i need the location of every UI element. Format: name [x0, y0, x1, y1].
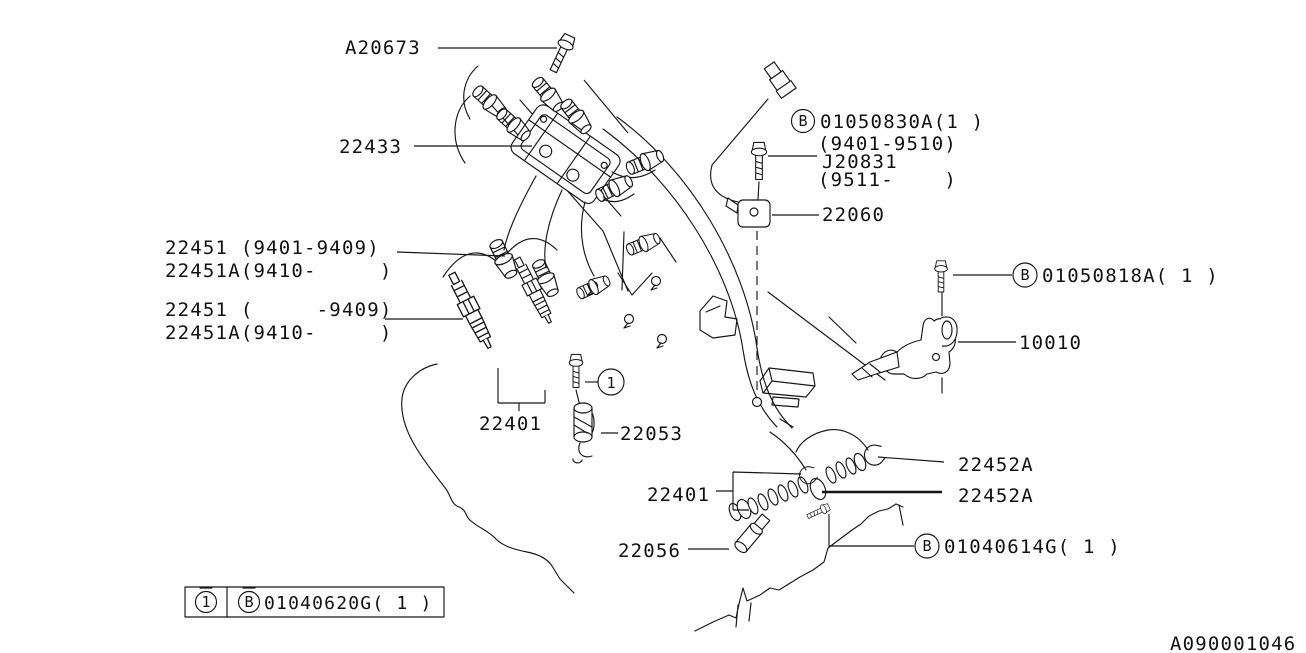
- label-01050830a[interactable]: 01050830A(1 ): [820, 111, 984, 133]
- circled-b-letter: B: [922, 537, 931, 555]
- ref-1-callout: 1: [597, 368, 625, 396]
- label-22401-mid[interactable]: 22401: [647, 484, 710, 506]
- label-22452a-top[interactable]: 22452A: [958, 454, 1034, 476]
- label-22056[interactable]: 22056: [618, 540, 681, 562]
- legend-ref-number: 1: [201, 593, 210, 611]
- circled-b-letter: B: [1020, 266, 1029, 284]
- bracket-10010-art: [851, 260, 958, 394]
- label-01050818a[interactable]: 01050818A( 1 ): [1042, 265, 1219, 287]
- circled-b-icon: [1012, 262, 1038, 288]
- legend-box: [184, 586, 445, 618]
- diagram-code: A090001046: [1170, 633, 1296, 653]
- label-range-9511: (9511- ): [818, 169, 957, 191]
- callout-01050830a: B 01050830A(1 ) (9401-9510) J20831 (9511…: [790, 108, 984, 191]
- label-a20673[interactable]: A20673: [345, 37, 421, 59]
- cam-sensor-22053-art: [568, 353, 595, 464]
- circled-1-number: 1: [606, 374, 615, 392]
- label-01040614g[interactable]: 01040614G( 1 ): [944, 536, 1121, 558]
- label-10010[interactable]: 10010: [1019, 332, 1082, 354]
- label-22053[interactable]: 22053: [620, 423, 683, 445]
- label-22433[interactable]: 22433: [339, 136, 402, 158]
- label-22451-row1[interactable]: 22451 (9401-9409): [165, 237, 380, 259]
- label-22451-row2[interactable]: 22451 ( -9409): [165, 299, 393, 321]
- crank-sensor-22056-art: [734, 513, 771, 554]
- label-j20831[interactable]: J20831: [822, 151, 898, 173]
- part-labels: A20673 22433 22451 (9401-9409) 22451A(94…: [165, 37, 1082, 562]
- bolt-a20673-art: [545, 31, 629, 134]
- circled-b-icon: [914, 533, 940, 559]
- circled-b-icon: [790, 108, 816, 134]
- label-22451a-row2[interactable]: 22451A(9410- ): [165, 322, 393, 344]
- legend-divider: [199, 586, 256, 618]
- circled-1-icon: [597, 368, 625, 396]
- legend-part-number[interactable]: 01040620G( 1 ): [264, 593, 433, 614]
- label-22401-left[interactable]: 22401: [479, 413, 542, 435]
- callout-01050818a: B 01050818A( 1 ): [1012, 262, 1219, 288]
- circled-b-letter: B: [798, 112, 807, 130]
- legend: 1 B 01040620G( 1 ): [184, 586, 445, 618]
- label-22452a-bottom[interactable]: 22452A: [958, 485, 1034, 507]
- legend-circled-b-icon: [237, 590, 261, 614]
- label-22060[interactable]: 22060: [822, 204, 885, 226]
- label-22451a-row1[interactable]: 22451A(9410- ): [165, 260, 393, 282]
- legend-circled-1-icon: [194, 590, 218, 614]
- legend-b-letter: B: [244, 593, 253, 611]
- callout-01040614g: B 01040614G( 1 ): [914, 533, 1121, 559]
- leader-lines: [385, 47, 1016, 550]
- knock-sensor-art: [710, 61, 797, 408]
- label-range-9401-9510: (9401-9510): [818, 133, 957, 155]
- sensor-cord-assembly-art: [728, 429, 888, 522]
